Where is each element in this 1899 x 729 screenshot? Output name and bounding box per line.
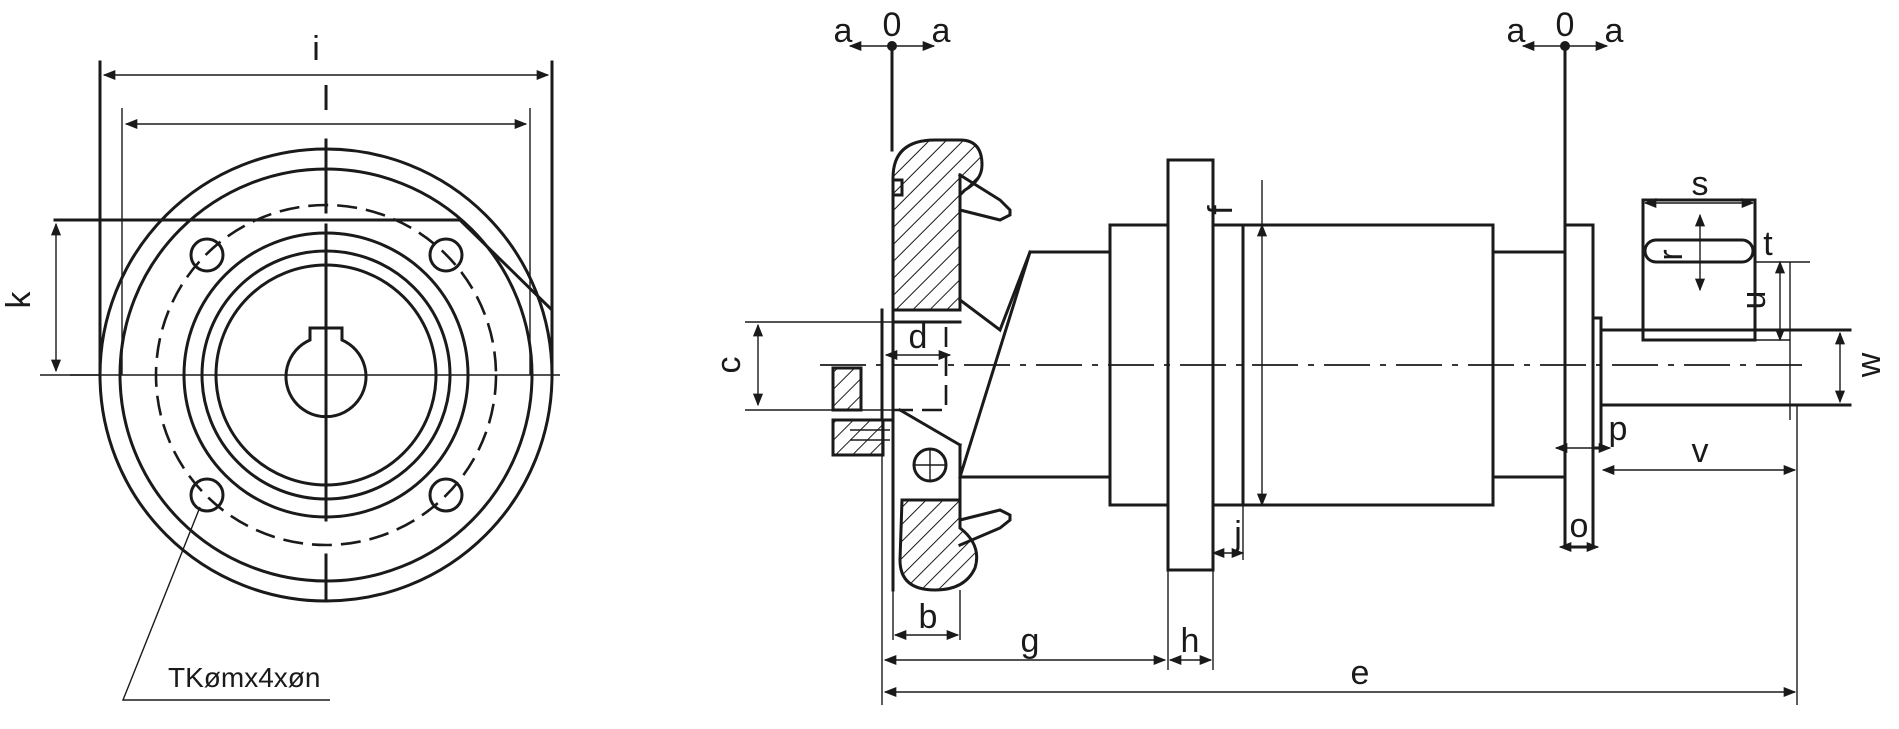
dimension-i-label: i — [312, 30, 320, 68]
label-v: v — [1692, 432, 1709, 470]
dimension-k-label: k — [0, 291, 38, 309]
label-d: d — [909, 318, 928, 356]
label-s: s — [1692, 165, 1709, 203]
handwheel-section-bottom — [898, 498, 979, 592]
right-flange-plate — [1563, 223, 1595, 549]
label-zero-right: 0 — [1556, 6, 1575, 44]
label-a-left-2: a — [932, 12, 951, 50]
side-view: a 0 a a 0 a c d b g h e f j o p v w s r … — [710, 6, 1888, 705]
handwheel-section-top — [891, 138, 984, 312]
label-zero-left: 0 — [883, 6, 902, 44]
label-a-left-1: a — [834, 12, 853, 50]
label-c: c — [710, 357, 748, 374]
cone-diagonal — [958, 250, 1032, 479]
bore-hidden-line — [893, 320, 948, 412]
label-p: p — [1609, 410, 1628, 448]
label-e: e — [1351, 654, 1370, 692]
seal-element-top — [957, 172, 1012, 222]
housing-top-outline — [53, 218, 554, 377]
label-a-right-2: a — [1605, 12, 1624, 50]
label-h: h — [1181, 622, 1200, 660]
shaft-collar — [1591, 316, 1603, 450]
seal-element-bottom — [958, 508, 1012, 547]
label-f: f — [1202, 205, 1240, 215]
label-b: b — [919, 598, 938, 636]
bolt-note-leader — [121, 506, 330, 701]
cone-body-bottom — [958, 443, 1112, 479]
bore-with-keyway — [284, 326, 368, 419]
label-r: r — [1652, 249, 1690, 260]
label-a-right-1: a — [1507, 12, 1526, 50]
front-view: i l k TKømx4xøn — [0, 30, 560, 701]
handwheel-hub-outline — [880, 308, 895, 502]
cone-body-top — [957, 250, 1112, 333]
key-detail-box — [1641, 198, 1757, 342]
label-u: u — [1735, 291, 1773, 310]
bolt-hole-bottom-left — [189, 477, 225, 513]
bolt-hole-top-right — [428, 237, 464, 273]
label-w: w — [1850, 352, 1888, 378]
set-screw-block-lower — [831, 418, 885, 457]
bolt-hole-bottom-right — [428, 477, 464, 513]
label-t: t — [1763, 225, 1773, 263]
dimension-l-label: l — [322, 80, 330, 118]
set-screw-block — [831, 366, 863, 412]
label-o: o — [1570, 507, 1589, 545]
label-g: g — [1021, 622, 1040, 660]
bolt-hole-top-left — [189, 237, 225, 273]
label-j: j — [1233, 515, 1242, 553]
cone-bore-line — [897, 407, 963, 448]
bolt-note: TKømx4xøn — [168, 662, 320, 693]
